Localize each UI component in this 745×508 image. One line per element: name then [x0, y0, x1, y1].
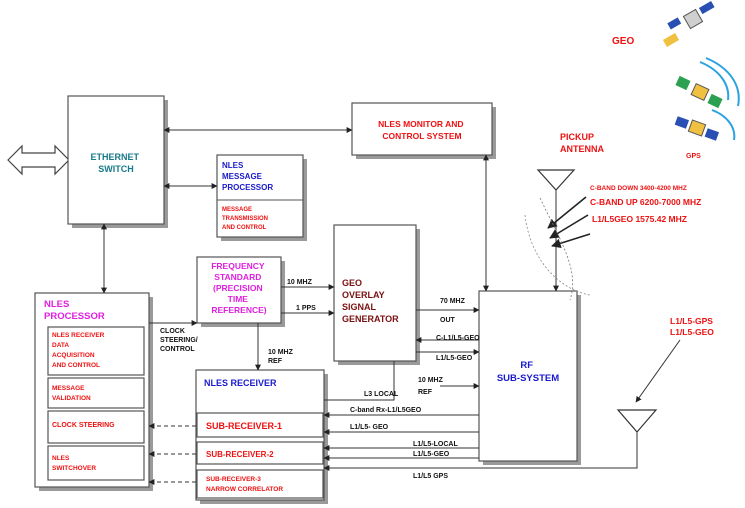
proc-acq-2: DATA [52, 342, 69, 349]
sig-10mhz-ref-2: REF [268, 358, 283, 365]
receiver-title: NLES RECEIVER [204, 378, 277, 388]
sig-clock-3: CONTROL [160, 346, 195, 353]
proc-msgval-2: VALIDATION [52, 395, 91, 402]
geo-satellite-icon [662, 1, 715, 47]
svg-text:PICKUP ANTENNA: PICKUP ANTENNA [560, 132, 604, 154]
sub-receiver-2: SUB-RECEIVER-2 [206, 450, 274, 459]
svg-text:SUB-RECEIVER-3 NARROW CO: SUB-RECEIVER-3 NARROW CORRELATOR [206, 476, 283, 493]
ethernet-label-1: ETHERNET [90, 152, 139, 162]
svg-text:NLES MONITOR AND CONTROL: NLES MONITOR AND CONTROL SYSTEM [378, 119, 466, 141]
freq-label-2: STANDARD [214, 272, 261, 282]
svg-text:RF SUB-SYSTEM: RF SUB-SYSTEM [497, 360, 559, 384]
geo-overlay-label-4: GENERATOR [342, 314, 399, 324]
geo-overlay-label-1: GEO [342, 278, 362, 288]
monitor-control-box: NLES MONITOR AND CONTROL SYSTEM [351, 102, 496, 159]
svg-text:10 MHZ REF: 10 MHZ REF [268, 349, 295, 365]
nles-receiver-box: NLES RECEIVER SUB-RECEIVER-1 SUB-RECEIVE… [195, 369, 328, 504]
proc-acq-4: AND CONTROL [52, 362, 100, 369]
nles-processor-box: NLES PROCESSOR NLES RECEIVER DATA ACQUIS… [34, 292, 153, 491]
proc-msgval-1: MESSAGE [52, 385, 85, 392]
message-processor-box: NLES MESSAGE PROCESSOR MESSAGE TRANSMISS… [216, 154, 307, 241]
msgproc-title-1: NLES [222, 161, 244, 170]
gps-label: GPS [686, 153, 701, 160]
msgproc-title-3: PROCESSOR [222, 183, 273, 192]
double-arrow-icon [7, 144, 70, 176]
svg-text:10 MHZ REF: 10 MHZ REF [418, 377, 445, 396]
connections [101, 127, 681, 485]
cband-up-label: C-BAND UP 6200-7000 MHZ [590, 197, 701, 207]
svg-text:ETHERNET SWITCH: ETHERNET SWITCH [90, 152, 141, 174]
proc-acq-1: NLES RECEIVER [52, 332, 105, 339]
svg-text:CLOCK STEERING/ CONTRO: CLOCK STEERING/ CONTROL [160, 328, 200, 353]
geo-overlay-label-2: OVERLAY [342, 290, 385, 300]
sig-clock-2: STEERING/ [160, 337, 198, 344]
svg-text:70 MHZ OUT: 70 MHZ OUT [440, 298, 467, 324]
cband-down-label: C-BAND DOWN 3400-4200 MHZ [590, 185, 687, 192]
sig-70mhz-2: OUT [440, 317, 456, 324]
geo-overlay-label-3: SIGNAL [342, 302, 377, 312]
sig-l1l5geo-c: L1/L5-GEO [413, 451, 450, 458]
pickup-label-1: PICKUP [560, 132, 594, 142]
sub-receiver-1: SUB-RECEIVER-1 [206, 421, 282, 431]
msgproc-sub-1: MESSAGE [222, 207, 252, 213]
proc-acq-3: ACQUISITION [52, 352, 95, 359]
svg-text:FREQUENCY STANDARD: FREQUENCY STANDARD (PRECISION TIME REFER… [211, 261, 267, 315]
svg-text:GEO OVERLAY SIGNAL: GEO OVERLAY SIGNAL GENERATOR [342, 278, 399, 324]
svg-text:NLES RECEIVER DATA: NLES RECEIVER DATA ACQUISITION AND CONTR… [52, 332, 106, 369]
sig-l3local: L3 LOCAL [364, 391, 399, 398]
msgproc-sub-3: AND CONTROL [222, 225, 267, 231]
svg-text:NLES SWITCHOVER: NLES SWITCHOVER [52, 455, 96, 472]
frequency-standard-box: FREQUENCY STANDARD (PRECISION TIME REFER… [196, 256, 285, 327]
sig-cband-rx: C-band Rx-L1/L5GEO [350, 407, 422, 414]
ethernet-switch-box: ETHERNET SWITCH [67, 95, 168, 228]
svg-text:L1/L5-GPS L1/L5-GEO: L1/L5-GPS L1/L5-GEO [670, 316, 715, 337]
proc-clock-label: CLOCK STEERING [52, 422, 115, 429]
sig-cl1l5geo: C-L1/L5-GEO [436, 335, 480, 342]
svg-text:MESSAGE VALIDATION: MESSAGE VALIDATION [52, 385, 91, 402]
pickup-label-2: ANTENNA [560, 144, 604, 154]
monitor-label-2: CONTROL SYSTEM [382, 131, 461, 141]
sig-l1l5local: L1/L5-LOCAL [413, 441, 458, 448]
sig-clock-1: CLOCK [160, 328, 185, 335]
proc-switch-2: SWITCHOVER [52, 465, 96, 472]
sub-receiver-3-1: SUB-RECEIVER-3 [206, 476, 261, 483]
monitor-label-1: NLES MONITOR AND [378, 119, 463, 129]
freq-label-3: (PRECISION [213, 283, 263, 293]
ethernet-label-2: SWITCH [98, 164, 134, 174]
msgproc-sub-2: TRANSMISSION [222, 216, 268, 222]
gps-antenna-icon [616, 409, 658, 433]
gps-satellite-icon [674, 57, 740, 141]
sig-10mhz-ref-1: 10 MHZ [268, 349, 294, 356]
geo-label: GEO [612, 36, 634, 47]
sig-10mhz-ref2-1: 10 MHZ [418, 377, 444, 384]
freq-label-5: REFERENCE) [211, 305, 266, 315]
l1l5-geo-label: L1/L5-GEO [670, 327, 714, 337]
svg-text:MESSAGE TRANSMISSION: MESSAGE TRANSMISSION AND CONTROL [222, 207, 270, 231]
proc-switch-1: NLES [52, 455, 70, 462]
sig-l1l5geo-b: L1/L5- GEO [350, 424, 389, 431]
l1l5geo-label: L1/L5GEO 1575.42 MHZ [592, 214, 687, 224]
sig-10mhz-ref2-2: REF [418, 389, 433, 396]
processor-title-1: NLES [44, 299, 69, 310]
sig-70mhz-1: 70 MHZ [440, 298, 466, 305]
pickup-antenna-icon [524, 169, 591, 301]
svg-text:NLES PROCESSOR: NLES PROCESSOR [44, 299, 105, 322]
processor-title-2: PROCESSOR [44, 311, 105, 322]
rf-subsystem-box: RF SUB-SYSTEM [478, 290, 581, 465]
freq-label-1: FREQUENCY [211, 261, 265, 271]
rf-label-1: RF [520, 360, 533, 371]
sig-1pps: 1 PPS [296, 305, 316, 312]
geo-overlay-box: GEO OVERLAY SIGNAL GENERATOR [333, 224, 420, 365]
l1l5-gps-label: L1/L5-GPS [670, 316, 713, 326]
freq-label-4: TIME [228, 294, 249, 304]
sig-l1l5geo-a: L1/L5-GEO [436, 355, 473, 362]
svg-text:NLES MESSAGE PROCE: NLES MESSAGE PROCESSOR [222, 161, 273, 192]
rf-label-2: SUB-SYSTEM [497, 373, 559, 384]
sig-10mhz: 10 MHZ [287, 279, 313, 286]
msgproc-title-2: MESSAGE [222, 172, 263, 181]
sub-receiver-3-2: NARROW CORRELATOR [206, 486, 283, 493]
sig-l1l5gps: L1/L5 GPS [413, 473, 448, 480]
